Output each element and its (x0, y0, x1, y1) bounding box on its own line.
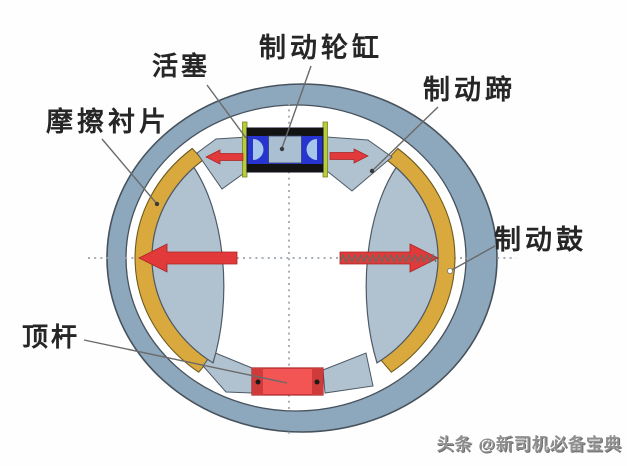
label-brake-drum: 制动鼓 (494, 225, 587, 255)
leader-line-piston (206, 84, 247, 139)
wheel-cylinder-chamber (268, 135, 302, 164)
leader-line-brake-drum (449, 245, 496, 272)
brake-shoe-left (151, 166, 225, 364)
shoe-tip-left (242, 121, 248, 178)
label-piston: 活塞 (152, 51, 211, 81)
piston-cup-right (306, 139, 317, 160)
leader-dot-brake-shoe (369, 168, 375, 174)
wheel-cylinder-bottom-seal (247, 164, 323, 172)
leader-line-friction-lining (101, 138, 158, 205)
label-friction-lining: 摩擦衬片 (46, 107, 170, 137)
leader-line-brake-shoe (371, 106, 439, 172)
leader-dot-brake-drum (446, 267, 453, 274)
label-wheel-cylinder: 制动轮缸 (259, 33, 383, 63)
piston-arrow-left (205, 149, 244, 165)
label-push-rod: 顶杆 (22, 322, 81, 352)
leader-line-push-rod (83, 339, 288, 384)
shoe-tip-right (322, 121, 328, 178)
piston-cup-left (253, 139, 264, 160)
leader-line-wheel-cylinder (281, 65, 312, 149)
label-brake-shoe: 制动蹄 (423, 75, 516, 105)
expansion-arrow-large-left (138, 243, 238, 273)
piston-arrow-right (329, 148, 369, 164)
push-rod-pin-left (255, 379, 261, 385)
watermark-text: 头条 @新司机必备宝典 (436, 435, 622, 454)
wheel-cylinder-top-seal (247, 128, 323, 136)
expansion-arrow-large-right (339, 243, 439, 273)
leader-dot-wheel-cylinder (279, 146, 285, 152)
brake-shoe-right (365, 166, 439, 364)
leader-dot-friction-lining (154, 201, 160, 207)
push-rod-pin-right (314, 379, 320, 385)
push-rod-body (251, 367, 324, 396)
adjuster-screw-thread (339, 253, 437, 264)
shoe-web-bottom-right (322, 352, 374, 394)
